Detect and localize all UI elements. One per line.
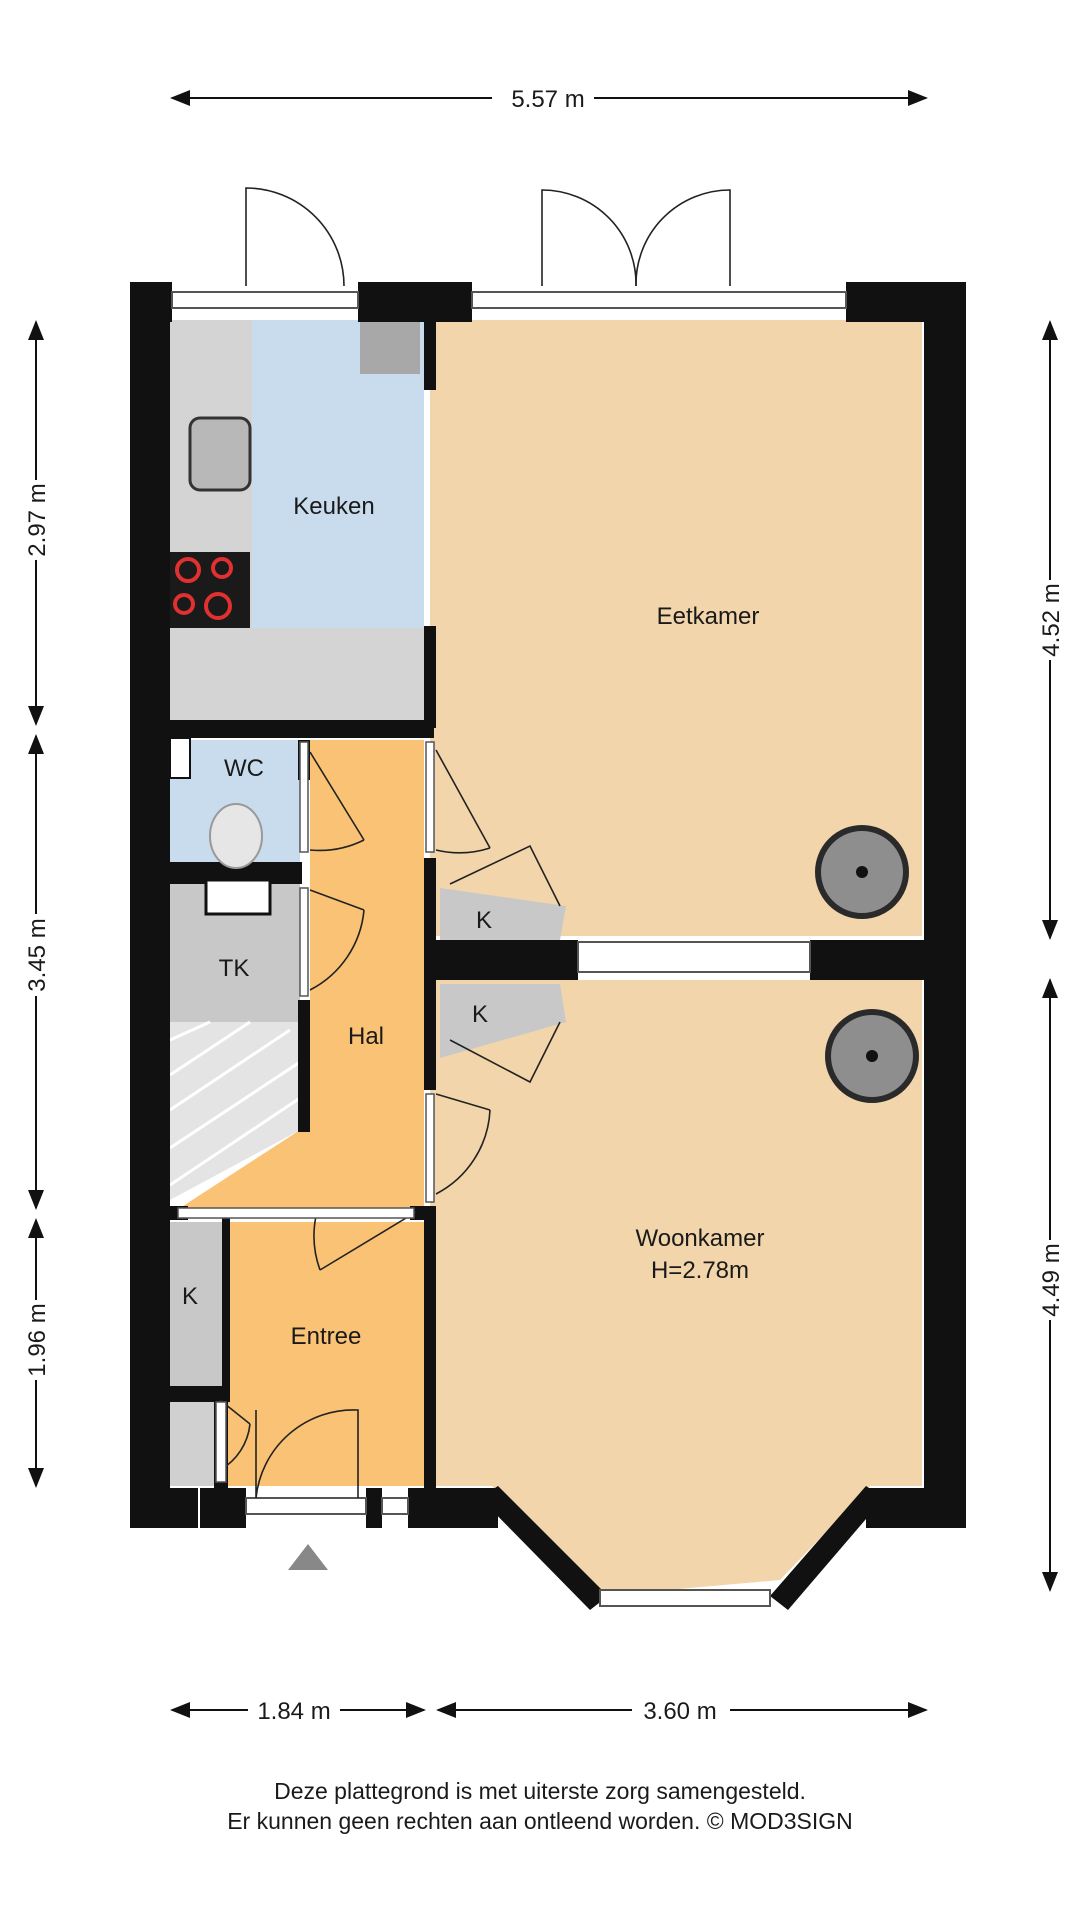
dim-bottom-2: 3.60 m: [643, 1698, 716, 1725]
entree-floor: [228, 1222, 424, 1486]
dim-left-2: 3.45 m: [24, 918, 51, 991]
stove-eetkamer: [815, 825, 909, 919]
disclaimer: Deze plattegrond is met uiterste zorg sa…: [0, 1776, 1080, 1836]
dim-left-3: 1.96 m: [24, 1303, 51, 1376]
counter-bottom: [170, 628, 424, 720]
vent-shaft: [169, 737, 191, 779]
room-label-woonkamer-height: H=2.78m: [651, 1257, 749, 1284]
disclaimer-line-2: Er kunnen geen rechten aan ontleend word…: [227, 1808, 853, 1834]
dim-right-2: 4.49 m: [1038, 1243, 1065, 1316]
dim-bottom-1: 1.84 m: [257, 1698, 330, 1725]
dim-right-1: 4.52 m: [1038, 583, 1065, 656]
hal-floor: [180, 740, 424, 1208]
dimension-lines: [28, 90, 1058, 1718]
room-label-kast-3: K: [182, 1283, 198, 1310]
door-frames: [177, 741, 435, 1483]
stairs-floor: [170, 1022, 300, 1200]
woonkamer-floor: [430, 980, 922, 1596]
stove-woonkamer: [825, 1009, 919, 1103]
kast-entree-floor: [170, 1222, 224, 1386]
toilet: [209, 803, 263, 869]
sink: [188, 416, 252, 492]
hob: [170, 552, 250, 628]
room-label-keuken: Keuken: [293, 493, 374, 520]
meter-cupboard: [170, 1402, 214, 1486]
room-label-kast-1: K: [476, 907, 492, 934]
entrance-arrow: [288, 1544, 328, 1570]
room-label-entree: Entree: [291, 1323, 362, 1350]
walls: [130, 282, 966, 1610]
fridge: [360, 322, 420, 374]
doors: [219, 187, 731, 1499]
stairs: [169, 1020, 301, 1187]
room-label-hal: Hal: [348, 1023, 384, 1050]
room-label-tk: TK: [219, 955, 250, 982]
windows: [171, 291, 847, 1607]
disclaimer-line-1: Deze plattegrond is met uiterste zorg sa…: [274, 1778, 806, 1804]
kast-1-floor: [440, 888, 566, 940]
room-label-kast-2: K: [472, 1001, 488, 1028]
room-label-woonkamer: Woonkamer: [636, 1225, 765, 1252]
dim-top-width: 5.57 m: [511, 86, 584, 113]
room-label-wc: WC: [224, 755, 264, 782]
kast-2-floor: [440, 984, 566, 1058]
vent-tk: [204, 878, 272, 916]
room-label-eetkamer: Eetkamer: [657, 603, 760, 630]
dim-left-1: 2.97 m: [24, 483, 51, 556]
